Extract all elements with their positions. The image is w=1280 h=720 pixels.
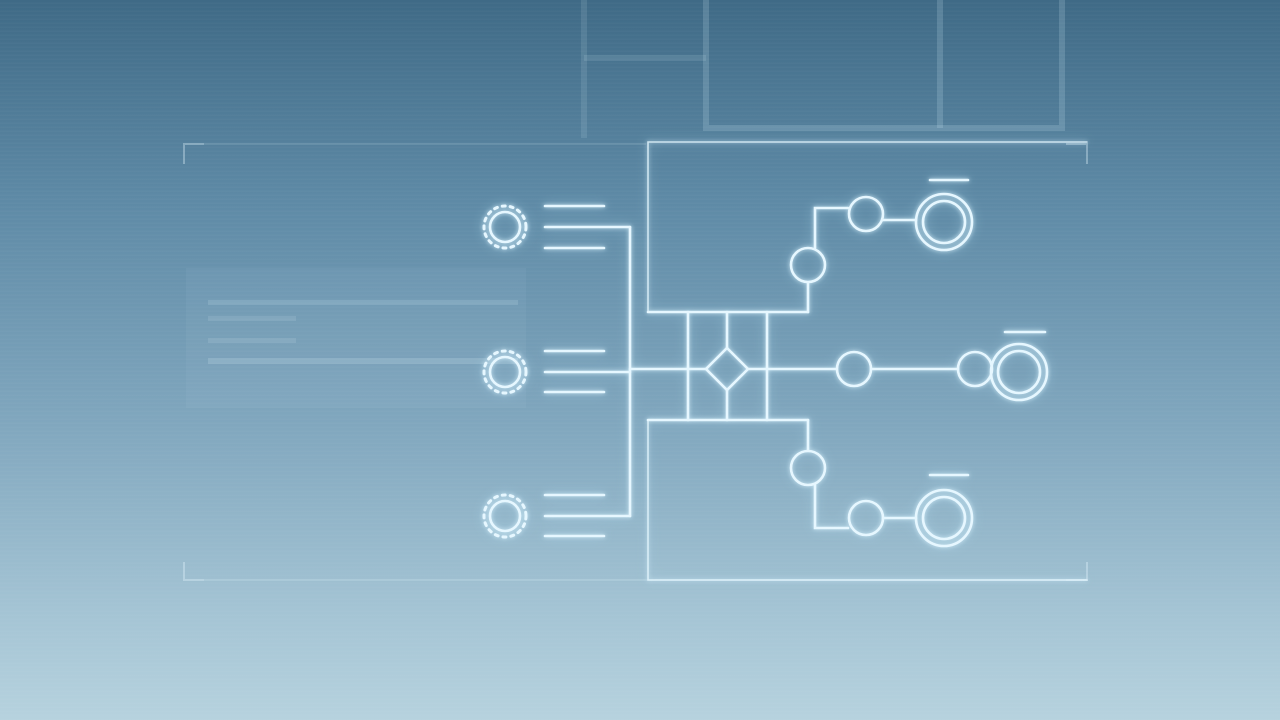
double-ring-icon <box>989 342 1049 402</box>
gear-icon <box>482 493 528 539</box>
faint-text-panel <box>186 268 526 408</box>
flow-diagram <box>482 141 1088 581</box>
faint-text-line <box>208 338 296 343</box>
faint-text-line <box>208 300 518 305</box>
frame-corner-bottom-left <box>183 562 204 581</box>
branch-node-circle <box>847 499 885 537</box>
panel-outline-bottom <box>647 419 1088 581</box>
branch-node-circle <box>956 350 994 388</box>
branch-node-circle <box>847 195 885 233</box>
branch-node-circle <box>789 449 827 487</box>
output-branch-bottom <box>789 418 974 548</box>
branch-connector <box>813 206 850 250</box>
branch-node-circle <box>789 246 827 284</box>
double-ring-icon <box>914 488 974 548</box>
panel-outline-top <box>647 141 1088 313</box>
frame-corner-bottom-right <box>1066 562 1088 581</box>
output-branch-top <box>789 178 974 314</box>
diamond-junction-icon <box>704 346 750 392</box>
gear-icon <box>482 349 528 395</box>
frame-corner-top-right <box>1066 143 1088 164</box>
input-node-top <box>482 204 632 250</box>
gear-icon <box>482 204 528 250</box>
background-window-frame <box>581 0 1065 138</box>
branch-node-circle <box>835 350 873 388</box>
faint-text-line <box>208 358 518 364</box>
branch-connector <box>813 483 850 530</box>
double-ring-icon <box>914 192 974 252</box>
input-node-middle <box>482 349 632 395</box>
background-window-panel <box>703 0 1065 131</box>
frame-corner-top-left <box>183 143 204 164</box>
input-node-bottom <box>482 493 632 539</box>
faint-text-panel-bg <box>186 268 526 408</box>
hub-junction <box>646 310 838 422</box>
faint-text-line <box>208 316 296 321</box>
diagram-panel-outline <box>647 141 1088 581</box>
output-branch-middle <box>835 330 1049 402</box>
